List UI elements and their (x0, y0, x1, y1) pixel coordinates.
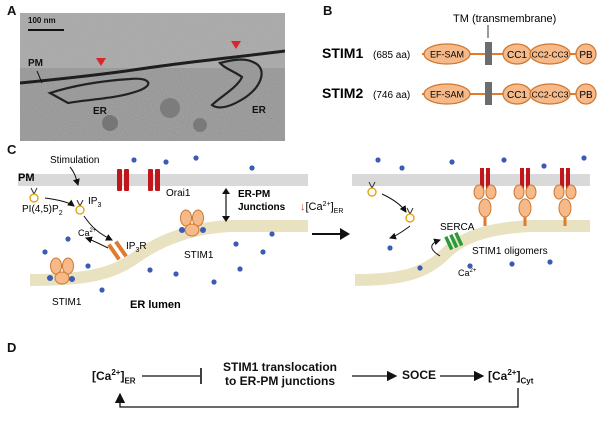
scale-bar-label: 100 nm (28, 16, 56, 25)
stim1-oligomers-label: STIM1 oligomers (472, 246, 548, 257)
ip3r-label: IP3R (126, 241, 147, 254)
junctions-line1: ER-PM (238, 189, 270, 200)
feedback-loop: [Ca2+]ER STIM1 translocation to ER-PM ju… (90, 350, 560, 415)
stim1-efsam-domain (423, 43, 471, 65)
stim1-oligomer-3 (553, 168, 577, 226)
stim2-cc1-label: CC1 (507, 90, 527, 101)
stim1-oligomer-2 (513, 168, 537, 226)
soce-node: SOCE (402, 368, 437, 382)
orai1-label: Orai1 (166, 188, 191, 199)
stim1-length: (685 aa) (373, 50, 410, 61)
stimulation-label: Stimulation (50, 155, 99, 166)
em-pm-label: PM (28, 58, 43, 69)
em-er-right-label: ER (252, 105, 266, 116)
er-depletion-label: ↓[Ca2+]ER (300, 201, 343, 215)
serca-b (449, 234, 459, 249)
ip3-label: IP3 (88, 196, 101, 209)
stim1-er-label: STIM1 (52, 297, 82, 308)
ip3-icon (75, 199, 85, 215)
em-micrograph: 100 nm PM ER ER (20, 13, 285, 141)
stim1-cc23-domain (529, 43, 571, 65)
stim2-efsam-label: EF-SAM (430, 90, 464, 100)
stim2-efsam-domain (423, 83, 471, 105)
ca-label-right: Ca2+ (458, 268, 477, 278)
orai1-left-a (117, 169, 122, 191)
stim1-oligomer-1 (473, 168, 497, 226)
serca-label: SERCA (440, 222, 475, 233)
stim1-junction-label: STIM1 (184, 250, 214, 261)
stim2-name: STIM2 (322, 85, 363, 101)
stim1-pb-domain (575, 43, 597, 65)
serca-a (444, 236, 454, 251)
stim2-length: (746 aa) (373, 90, 410, 101)
stim1-cc23-label: CC2-CC3 (532, 50, 569, 60)
panel-label-d: D (7, 340, 17, 355)
pm-left (18, 174, 308, 186)
soce-mechanism-diagram: PM Orai1 Stimulation PI(4,5)P2 IP3 IP3R … (18, 155, 590, 311)
ip3r-b (114, 240, 128, 258)
stim1-name: STIM1 (322, 45, 363, 61)
er-lumen-label: ER lumen (130, 299, 181, 311)
ca-cyt-node: [Ca2+]Cyt (488, 368, 534, 386)
orai1-right-b (155, 169, 160, 191)
pip2-icon (29, 187, 39, 203)
feedback-arrow (114, 388, 519, 408)
stim1-efsam-label: EF-SAM (430, 50, 464, 60)
panel-label-b: B (323, 3, 333, 18)
ip3-icon-right (405, 207, 415, 223)
ip3r-a (107, 243, 121, 261)
pm-right (352, 174, 590, 186)
stim1-pb-label: PB (579, 50, 593, 61)
domain-diagram: TM (transmembrane) STIM1 (685 aa) EF-SAM… (322, 13, 597, 105)
em-er-left-label: ER (93, 106, 107, 117)
red-arrowhead-left (96, 58, 106, 66)
orai1-left-b (124, 169, 129, 191)
pip2-label: PI(4,5)P2 (22, 204, 63, 217)
stim1-cc1-label: CC1 (507, 50, 527, 61)
stim1-tm-domain (485, 42, 492, 65)
tm-label: TM (transmembrane) (453, 13, 556, 25)
junctions-line2: Junctions (238, 202, 286, 213)
red-arrowhead-right (231, 41, 241, 49)
translocation-node: STIM1 translocation to ER-PM junctions (222, 360, 338, 388)
micrograph-drawing (20, 13, 285, 141)
ca-label-left: Ca2+ (78, 228, 97, 238)
stim2-cc23-domain (529, 83, 571, 105)
stim2-cc23-label: CC2-CC3 (532, 90, 569, 100)
panel-label-c: C (7, 142, 17, 157)
stim2-pb-label: PB (579, 90, 593, 101)
c-pm-label: PM (18, 172, 35, 184)
panel-label-a: A (7, 3, 17, 18)
orai1-right-a (148, 169, 153, 191)
ca-er-node: [Ca2+]ER (92, 368, 136, 386)
er-membrane-right (354, 220, 590, 286)
stim2-pb-domain (575, 83, 597, 105)
serca-c (454, 232, 464, 247)
stim2-tm-domain (485, 82, 492, 105)
